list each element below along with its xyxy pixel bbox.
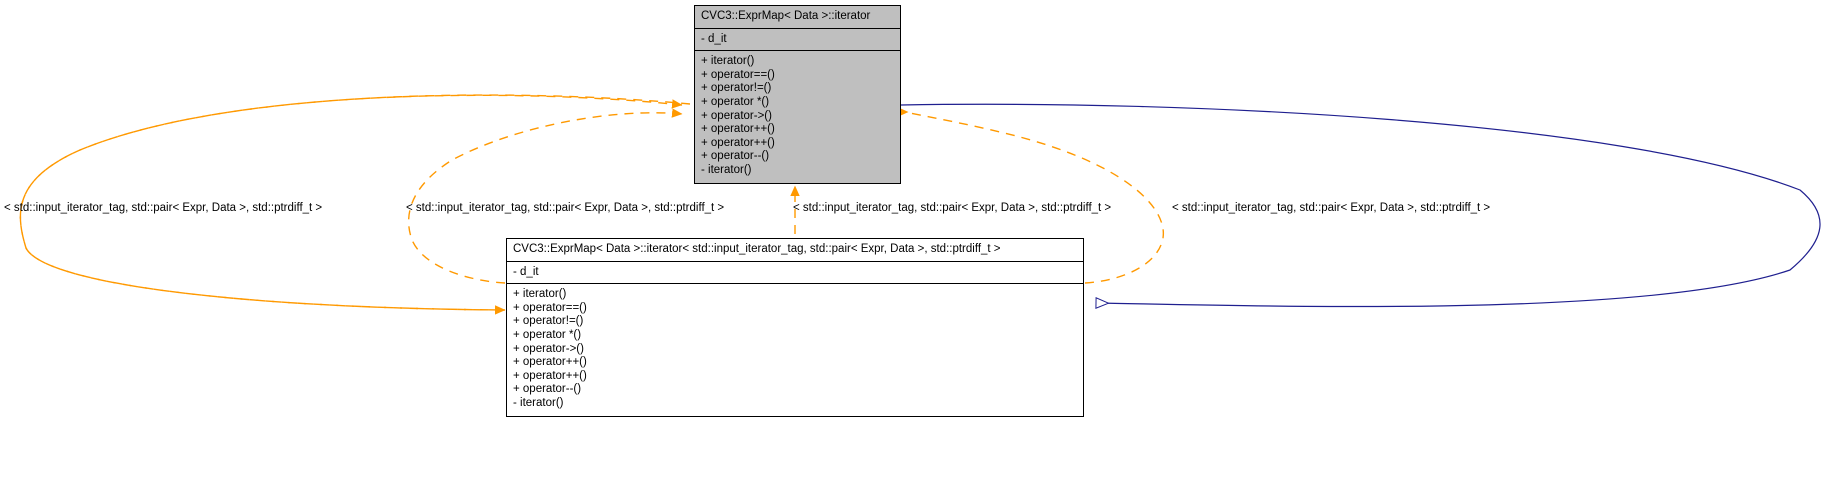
method-row: + operator==()	[701, 68, 775, 81]
method-row: + operator *()	[701, 95, 770, 108]
class-box-base[interactable]: CVC3::ExprMap< Data >::iterator - d_it +…	[694, 5, 901, 184]
method-row: - iterator()	[513, 396, 564, 409]
method-row: + operator->()	[513, 342, 584, 355]
method-row: + operator--()	[701, 150, 770, 163]
method-row: + operator *()	[513, 328, 582, 341]
class-attributes-base: - d_it	[695, 29, 900, 52]
method-row: + operator++()	[701, 123, 775, 136]
edge-label-template-args: < std::input_iterator_tag, std::pair< Ex…	[4, 202, 323, 214]
method-row: + operator++()	[513, 369, 587, 382]
class-box-derived[interactable]: CVC3::ExprMap< Data >::iterator< std::in…	[506, 238, 1084, 417]
method-row: + operator!=()	[701, 82, 772, 95]
method-row: - iterator()	[701, 163, 752, 176]
method-row: + operator--()	[513, 383, 582, 396]
method-row: + operator==()	[513, 301, 587, 314]
class-attributes-derived: - d_it	[507, 262, 1083, 285]
attribute-row: - d_it	[513, 265, 539, 278]
edge-label-template-args: < std::input_iterator_tag, std::pair< Ex…	[793, 202, 1112, 214]
method-row: + operator->()	[701, 109, 772, 122]
class-title-derived: CVC3::ExprMap< Data >::iterator< std::in…	[507, 239, 1083, 262]
method-row: + iterator()	[513, 288, 567, 301]
template-edge-1	[408, 108, 683, 284]
attribute-row: - d_it	[701, 32, 727, 45]
edge-label-template-args: < std::input_iterator_tag, std::pair< Ex…	[406, 202, 725, 214]
edge-label-template-args: < std::input_iterator_tag, std::pair< Ex…	[1172, 202, 1491, 214]
method-row: + iterator()	[701, 55, 755, 68]
inheritance-edge	[900, 103, 1821, 306]
class-methods-derived: + iterator() + operator==() + operator!=…	[507, 284, 1083, 415]
method-row: + operator++()	[513, 356, 587, 369]
method-row: + operator!=()	[513, 315, 584, 328]
template-edge-0	[19, 94, 683, 311]
template-edge-3	[897, 107, 1164, 284]
class-title-base: CVC3::ExprMap< Data >::iterator	[695, 6, 900, 29]
class-methods-base: + iterator() + operator==() + operator!=…	[695, 51, 900, 182]
method-row: + operator++()	[701, 136, 775, 149]
